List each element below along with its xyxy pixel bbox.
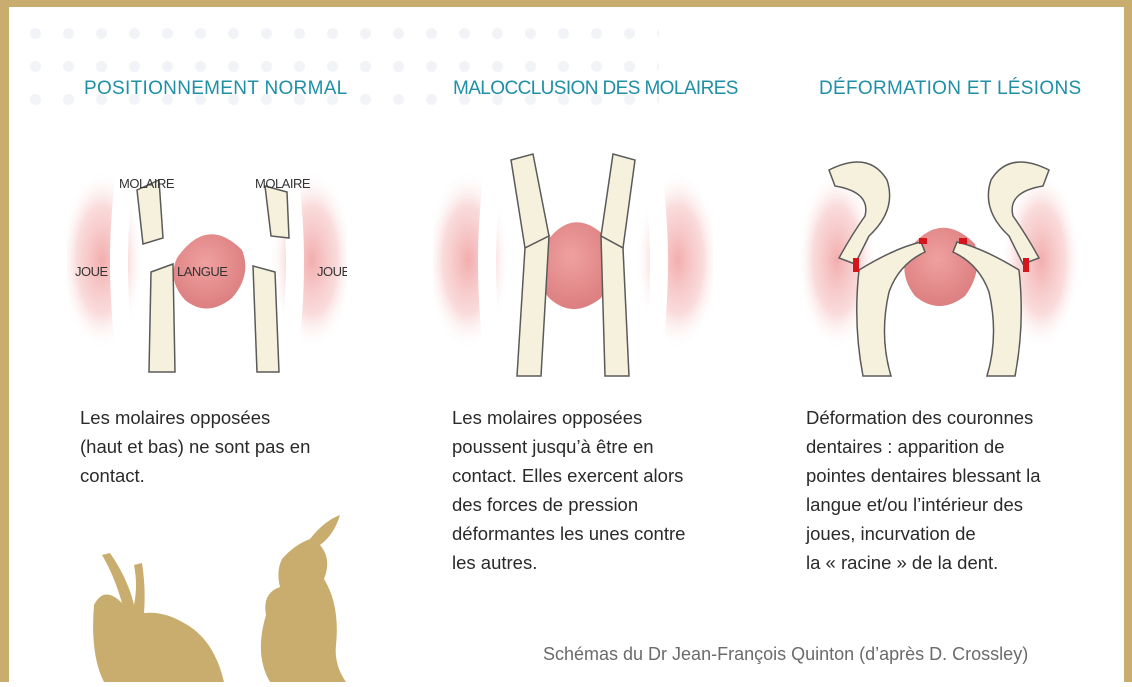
diagram-malocclusion: [433, 140, 713, 380]
rabbit-left: [93, 553, 224, 682]
lesion-mark: [919, 238, 927, 244]
molar-upper-left: [511, 154, 549, 248]
rabbit-silhouettes: [84, 515, 364, 682]
molar-lower-right: [601, 236, 629, 376]
description-deformation: Déformation des couronnes dentaires : ap…: [806, 403, 1040, 577]
description-malocclusion: Les molaires opposées poussent jusqu’à ê…: [452, 403, 685, 577]
rabbit-right: [261, 515, 346, 682]
molar-lower-left: [517, 236, 549, 376]
credit-text: Schémas du Dr Jean-François Quinton (d’a…: [543, 644, 1028, 665]
diagram-normal: MOLAIRE MOLAIRE JOUE LANGUE JOUE: [67, 140, 347, 380]
label-molar-left: MOLAIRE: [119, 176, 175, 191]
molar-upper-right: [265, 186, 289, 238]
molar-lower-right: [253, 266, 279, 372]
title-malocclusion: MALOCCLUSION DES MOLAIRES: [453, 78, 738, 100]
lesion-mark: [959, 238, 967, 244]
molar-upper-right: [601, 154, 635, 248]
description-normal: Les molaires opposées (haut et bas) ne s…: [80, 403, 310, 490]
lesion-mark: [853, 258, 859, 272]
cheek-left: [67, 170, 144, 350]
label-cheek-right: JOUE: [317, 264, 347, 279]
title-normal: POSITIONNEMENT NORMAL: [84, 78, 348, 100]
molar-lower-left: [149, 264, 175, 372]
diagram-deformation: [799, 140, 1079, 380]
label-molar-right: MOLAIRE: [255, 176, 311, 191]
label-cheek-left: JOUE: [75, 264, 109, 279]
lesion-mark: [1023, 258, 1029, 272]
label-tongue: LANGUE: [177, 264, 228, 279]
title-deformation: DÉFORMATION ET LÉSIONS: [819, 78, 1081, 100]
